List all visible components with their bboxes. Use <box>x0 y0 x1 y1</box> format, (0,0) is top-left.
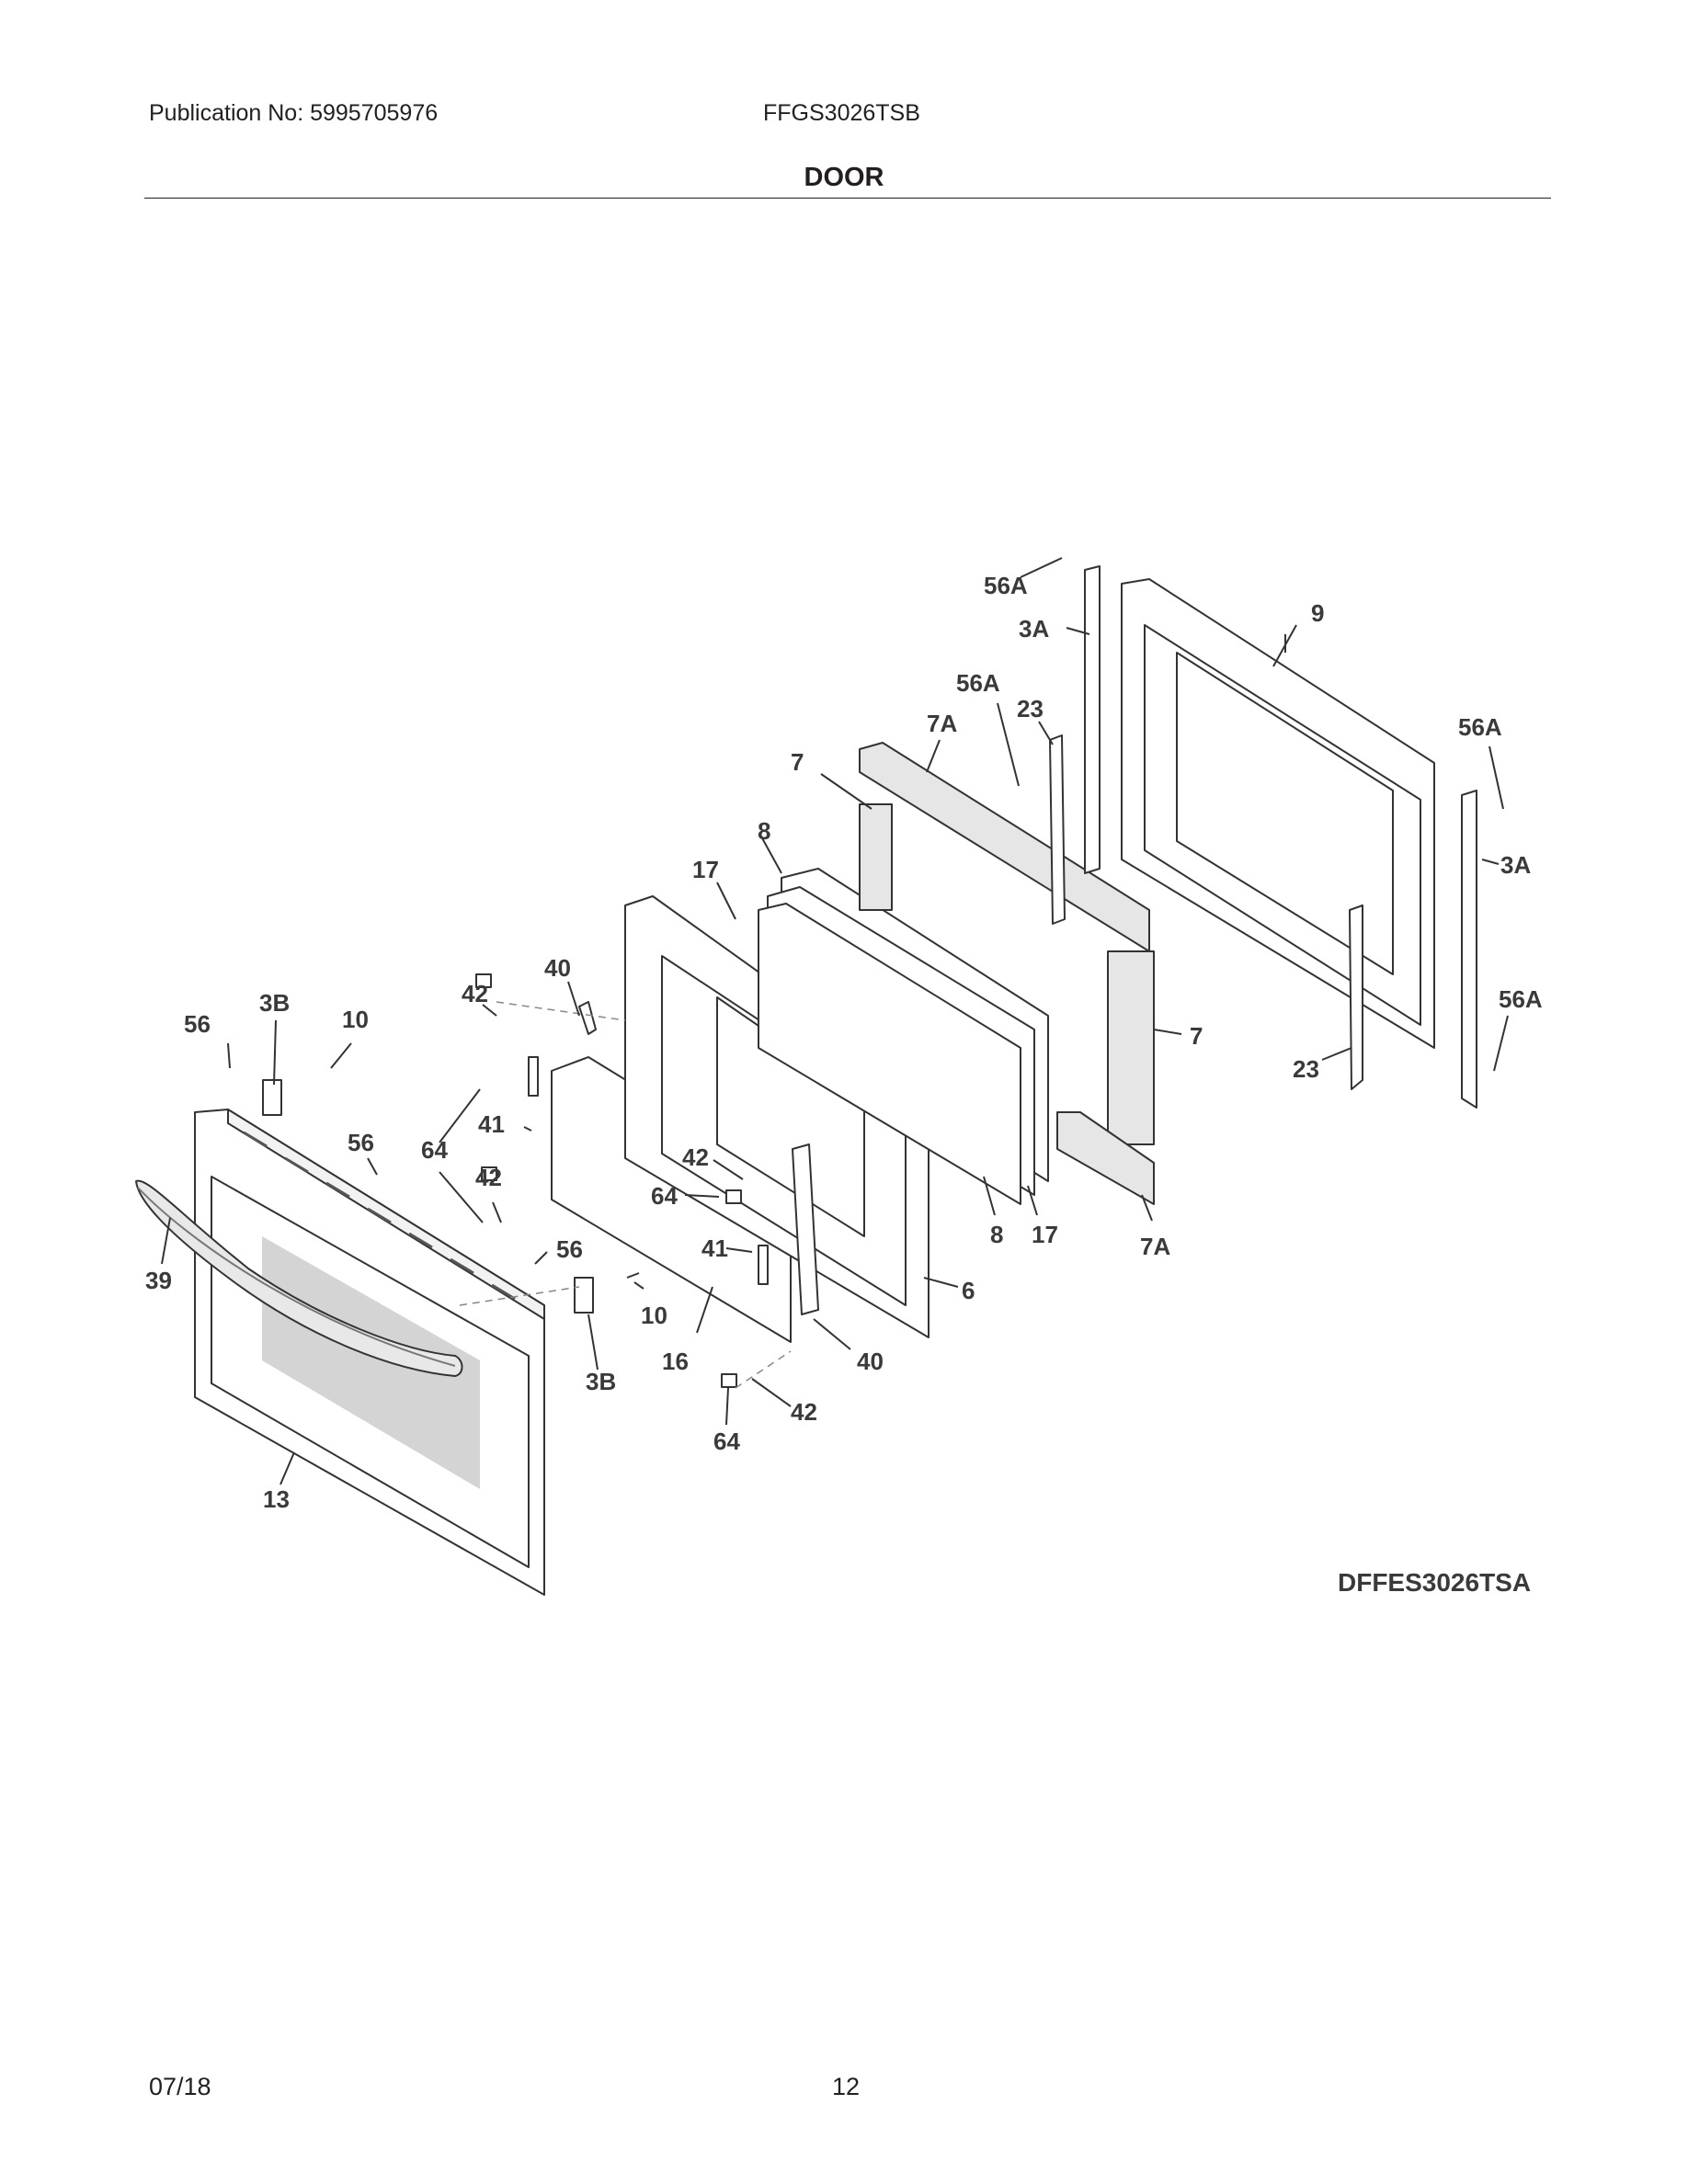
callout: 56A <box>956 669 1000 697</box>
callout: 41 <box>701 1234 728 1262</box>
publication-number: Publication No: 5995705976 <box>149 100 439 126</box>
callout: 8 <box>990 1221 1003 1248</box>
door-handle <box>135 1179 463 1377</box>
callout: 39 <box>145 1267 172 1294</box>
callout: 40 <box>857 1348 884 1375</box>
callout: 42 <box>462 980 488 1007</box>
callout: 64 <box>713 1428 740 1455</box>
hinges <box>1049 734 1363 1090</box>
callout: 3B <box>259 989 290 1017</box>
callout: 10 <box>641 1302 667 1329</box>
callout: 56 <box>556 1235 583 1263</box>
callout: 23 <box>1293 1055 1319 1083</box>
callout: 7 <box>1190 1022 1203 1050</box>
glass-panels-8 <box>758 868 1049 1205</box>
model-number: FFGS3026TSB <box>763 100 920 126</box>
callout: 42 <box>791 1398 817 1426</box>
callout: 7A <box>1140 1233 1170 1260</box>
page-number: 12 <box>832 2073 861 2100</box>
callout: 17 <box>692 856 719 883</box>
footer-date: 07/18 <box>149 2073 211 2100</box>
callout: 9 <box>1311 599 1324 627</box>
callout: 42 <box>475 1164 502 1191</box>
callout: 7A <box>927 710 957 737</box>
callout: 6 <box>962 1277 975 1304</box>
small-parts <box>262 973 819 1388</box>
callout: 56A <box>984 572 1028 599</box>
callout: 13 <box>263 1485 290 1513</box>
callout: 64 <box>421 1136 448 1164</box>
callout: 7 <box>791 748 804 776</box>
callout: 3B <box>586 1368 616 1395</box>
diagram-id: DFFES3026TSA <box>1338 1568 1531 1597</box>
callout: 64 <box>651 1182 678 1210</box>
callout: 3A <box>1500 851 1531 879</box>
callout: 23 <box>1017 695 1044 722</box>
callout: 16 <box>662 1348 689 1375</box>
callout: 40 <box>544 954 571 982</box>
callout: 56A <box>1458 713 1502 741</box>
callout: 3A <box>1019 615 1049 643</box>
callout: 10 <box>342 1006 369 1033</box>
callout: 56 <box>184 1010 211 1038</box>
callout: 41 <box>478 1110 505 1138</box>
section-title: DOOR <box>804 163 884 192</box>
callout: 17 <box>1032 1221 1058 1248</box>
callout: 8 <box>758 817 770 845</box>
side-brackets <box>1084 565 1477 1109</box>
inner-liner-9 <box>1121 578 1435 1049</box>
insulation <box>859 742 1155 1205</box>
callout: 56 <box>348 1129 374 1156</box>
callout: 42 <box>682 1143 709 1171</box>
header-divider <box>144 198 1551 199</box>
callout: 56A <box>1499 985 1543 1013</box>
glass-panel-16 <box>551 1056 792 1343</box>
